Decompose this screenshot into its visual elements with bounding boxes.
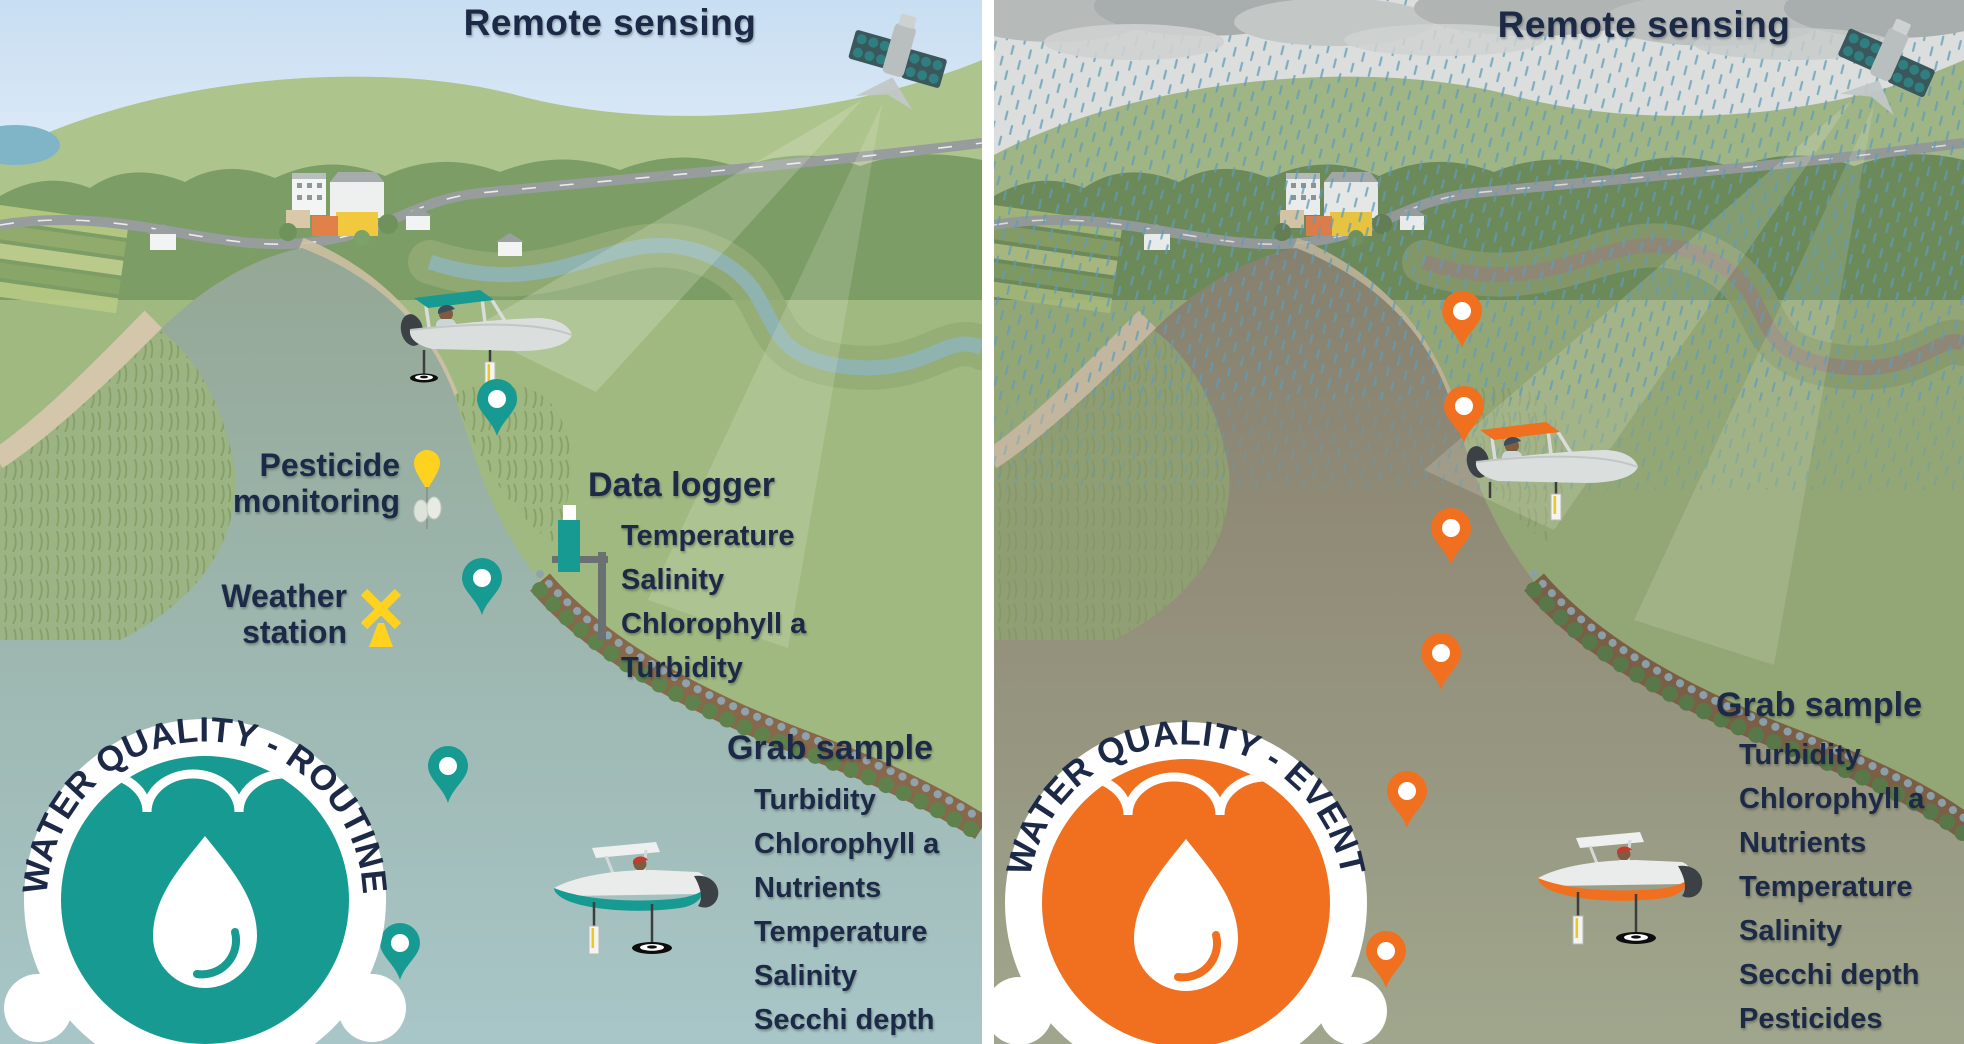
data-logger-item: Salinity — [621, 564, 725, 596]
map-pin-icon — [428, 746, 468, 803]
rain-icon — [994, 0, 1964, 490]
sample-pins — [1366, 291, 1484, 988]
grab-sample-item: Chlorophyll a — [1739, 783, 1925, 815]
grab-sample-item: Turbidity — [1739, 739, 1861, 771]
weather-line2: station — [242, 614, 347, 650]
data-logger-list: Temperature Salinity Chlorophyll a Turbi… — [621, 514, 806, 690]
survey-boat-lower — [1538, 832, 1703, 945]
data-logger-item: Turbidity — [621, 652, 743, 684]
mangrove-fringe — [1524, 570, 1964, 842]
creek — [408, 223, 982, 390]
survey-boat-upper — [400, 290, 573, 389]
grab-sample-item: Salinity — [754, 960, 858, 992]
data-logger-icon — [552, 505, 608, 640]
satellite-icon — [848, 13, 947, 110]
routine-scene-illustration: WATER QUALITY - ROUTINE — [0, 0, 982, 1044]
sample-pins — [380, 379, 517, 980]
data-logger-item: Chlorophyll a — [621, 608, 807, 640]
water-drop-icon — [1134, 839, 1238, 991]
map-pin-icon — [1444, 386, 1484, 443]
grab-sample-list: Turbidity Chlorophyll a Nutrients Temper… — [754, 778, 939, 1042]
map-pin-icon — [380, 923, 420, 980]
grab-sample-item: Pesticides — [1739, 1003, 1883, 1035]
grab-sample-title: Grab sample — [727, 729, 933, 767]
routine-panel: WATER QUALITY - ROUTINE Remote sensing P… — [0, 0, 982, 1044]
grab-sample-list: Turbidity Chlorophyll a Nutrients Temper… — [1739, 733, 1924, 1041]
pesticide-sampler-icon — [413, 450, 442, 529]
map-pin-icon — [462, 558, 502, 615]
marsh — [0, 330, 572, 640]
event-scene-illustration: WATER QUALITY - EVENT — [994, 0, 1964, 1044]
remote-sensing-label: Remote sensing — [1497, 4, 1791, 45]
data-logger-title: Data logger — [588, 466, 776, 504]
map-pin-icon — [1366, 931, 1406, 988]
grab-sample-item: Temperature — [1739, 871, 1913, 903]
map-pin-icon — [1421, 633, 1461, 690]
badge-routine: WATER QUALITY - ROUTINE — [4, 710, 406, 1044]
water-drop-icon — [153, 836, 257, 988]
weather-station-icon — [360, 588, 402, 647]
pesticide-line2: monitoring — [232, 483, 400, 519]
weather-station-label: Weather station — [95, 578, 347, 650]
grab-sample-item: Chlorophyll a — [754, 828, 940, 860]
map-pin-icon — [477, 379, 517, 436]
weather-line1: Weather — [221, 578, 347, 614]
satellite-icon — [1838, 18, 1935, 116]
data-logger-item: Temperature — [621, 520, 795, 552]
grab-sample-item: Secchi depth — [754, 1004, 935, 1036]
grab-sample-item: Temperature — [754, 916, 928, 948]
pesticide-line1: Pesticide — [259, 447, 400, 483]
event-panel: WATER QUALITY - EVENT Remote sensing Gra… — [994, 0, 1964, 1044]
remote-sensing-label: Remote sensing — [463, 2, 757, 43]
survey-boat-upper — [1466, 422, 1639, 521]
grab-sample-item: Salinity — [1739, 915, 1843, 947]
village — [148, 172, 524, 256]
grab-sample-item: Turbidity — [754, 784, 876, 816]
map-pin-icon — [1387, 771, 1427, 828]
grab-sample-item: Secchi depth — [1739, 959, 1920, 991]
light-beams — [470, 100, 882, 648]
pesticide-monitoring-label: Pesticide monitoring — [150, 447, 400, 519]
survey-boat-lower — [554, 842, 719, 955]
map-pin-icon — [1431, 508, 1471, 565]
grab-sample-item: Nutrients — [1739, 827, 1867, 859]
grab-sample-item: Nutrients — [754, 872, 882, 904]
map-pin-icon — [1442, 291, 1482, 348]
grab-sample-title: Grab sample — [1716, 686, 1922, 724]
